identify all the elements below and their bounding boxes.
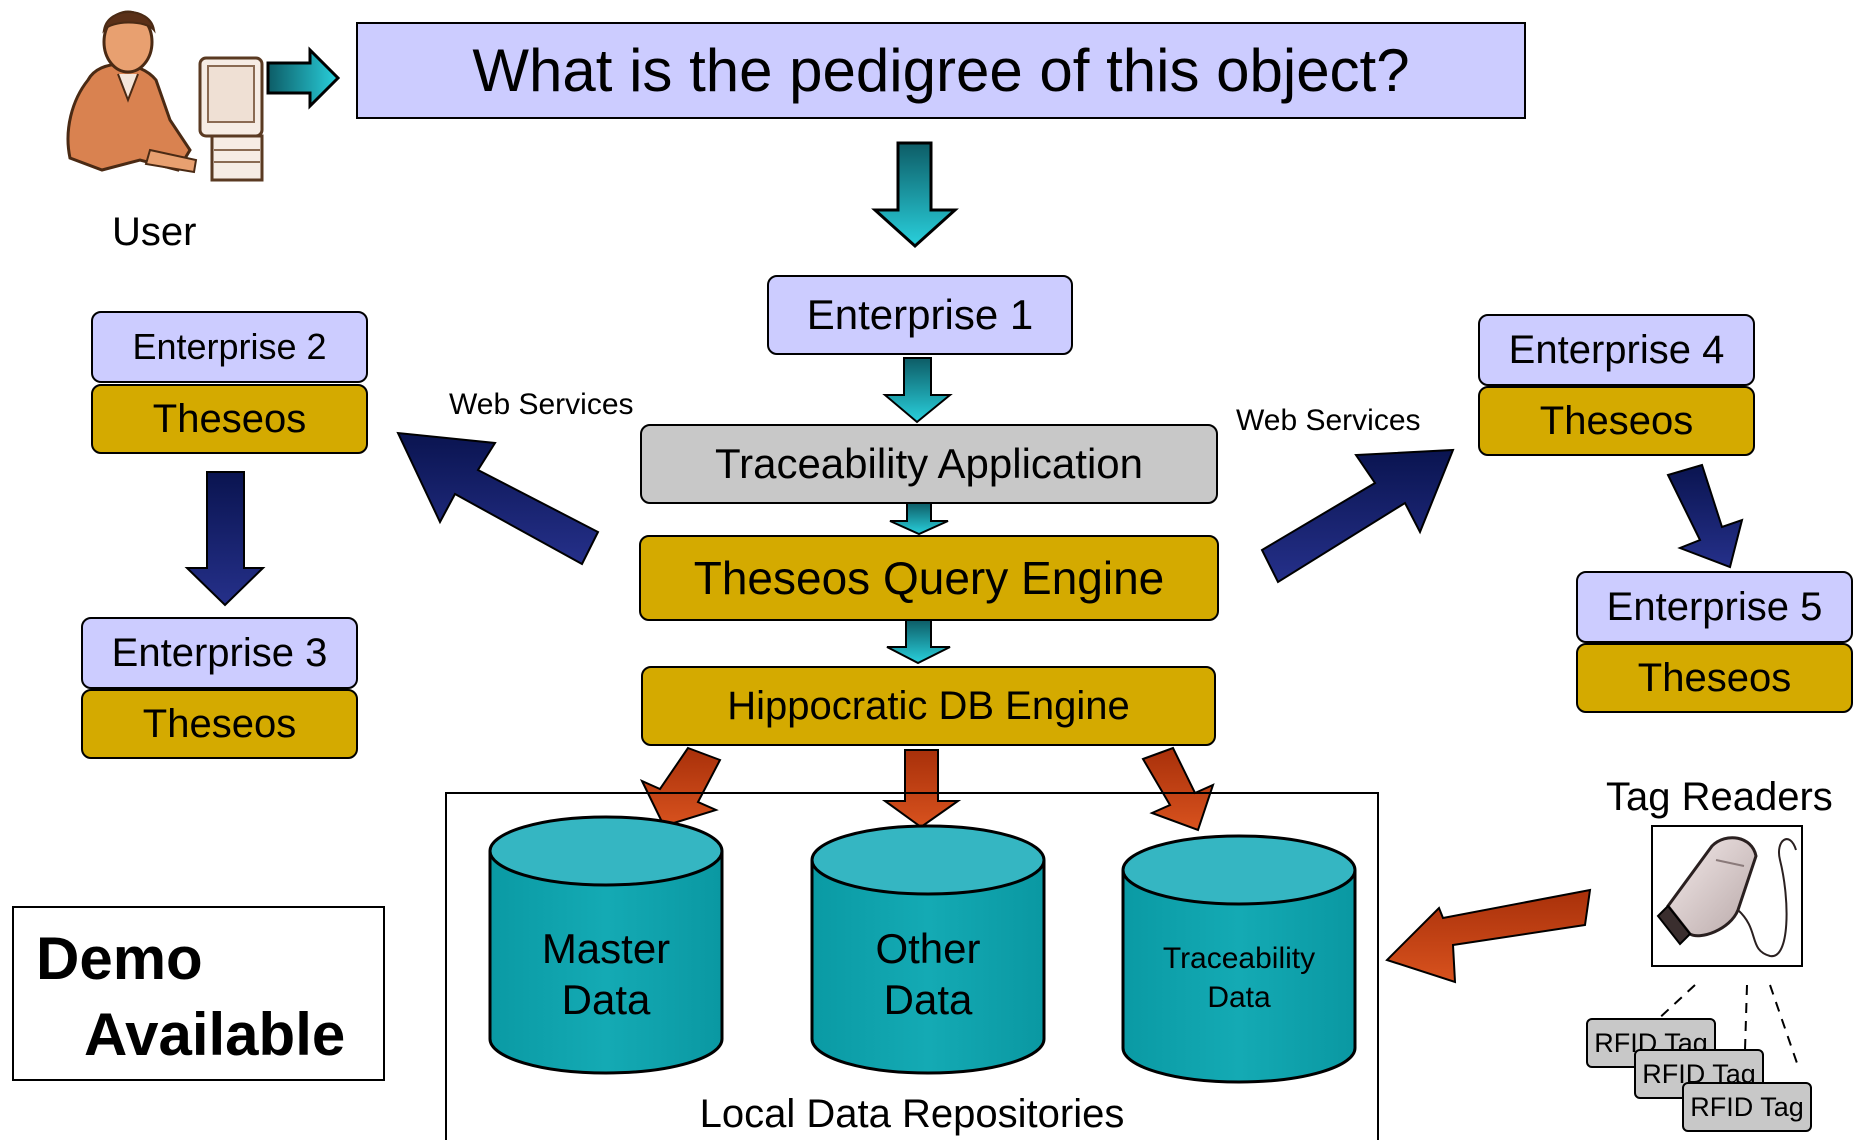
tag-reader-icon xyxy=(1651,825,1803,967)
traceability-data-cylinder xyxy=(1121,834,1357,1084)
theseos-query-engine-box: Theseos Query Engine xyxy=(639,535,1219,621)
enterprise4-to-enterprise5-arrow xyxy=(1666,463,1744,569)
db-to-other-arrow xyxy=(881,749,962,829)
web-services-right-label: Web Services xyxy=(1236,404,1421,437)
rfid-tag-3: RFID Tag xyxy=(1682,1082,1812,1132)
traceability-application-box: Traceability Application xyxy=(640,424,1218,504)
enterprise-3-box: Enterprise 3 xyxy=(81,617,358,689)
enterprise-4-theseos-box: Theseos xyxy=(1478,386,1755,456)
enterprise2-to-enterprise3-arrow xyxy=(184,471,266,607)
enterprise-5-theseos-box: Theseos xyxy=(1576,643,1853,713)
other-data-cylinder xyxy=(810,824,1046,1075)
enterprise1-to-traceability-arrow xyxy=(882,357,953,424)
web-services-left-arrow xyxy=(396,431,600,566)
user-to-question-arrow xyxy=(266,46,341,110)
demo-line: Demo xyxy=(36,925,203,992)
traceability-to-query-engine-arrow xyxy=(889,502,949,536)
db-to-traceability-arrow xyxy=(1141,746,1215,832)
web-services-right-arrow xyxy=(1260,448,1455,584)
rfid-dashed-links xyxy=(1654,984,1799,1067)
repositories-frame xyxy=(445,792,1379,1140)
enterprise-5-box: Enterprise 5 xyxy=(1576,571,1853,643)
master-data-cylinder xyxy=(488,815,724,1075)
question-to-enterprise1-arrow xyxy=(871,141,959,249)
local-data-repositories-label: Local Data Repositories xyxy=(699,1092,1125,1136)
db-to-master-arrow xyxy=(639,746,722,828)
enterprise-4-box: Enterprise 4 xyxy=(1478,314,1755,386)
enterprise-1-box: Enterprise 1 xyxy=(767,275,1073,355)
enterprise-2-box: Enterprise 2 xyxy=(91,311,368,383)
enterprise-3-theseos-box: Theseos xyxy=(81,689,358,759)
demo-available-box: Demo Available xyxy=(12,906,385,1081)
tag-readers-label: Tag Readers xyxy=(1606,775,1833,819)
user-label: User xyxy=(112,210,197,254)
query-engine-to-db-engine-arrow xyxy=(886,619,951,665)
enterprise-2-theseos-box: Theseos xyxy=(91,384,368,454)
tag-readers-to-traceability-arrow xyxy=(1385,888,1592,984)
web-services-left-label: Web Services xyxy=(449,388,634,421)
user-at-computer-icon xyxy=(66,10,264,182)
available-line: Available xyxy=(84,1001,346,1068)
question-box: What is the pedigree of this object? xyxy=(356,22,1526,119)
hippocratic-db-engine-box: Hippocratic DB Engine xyxy=(641,666,1216,746)
